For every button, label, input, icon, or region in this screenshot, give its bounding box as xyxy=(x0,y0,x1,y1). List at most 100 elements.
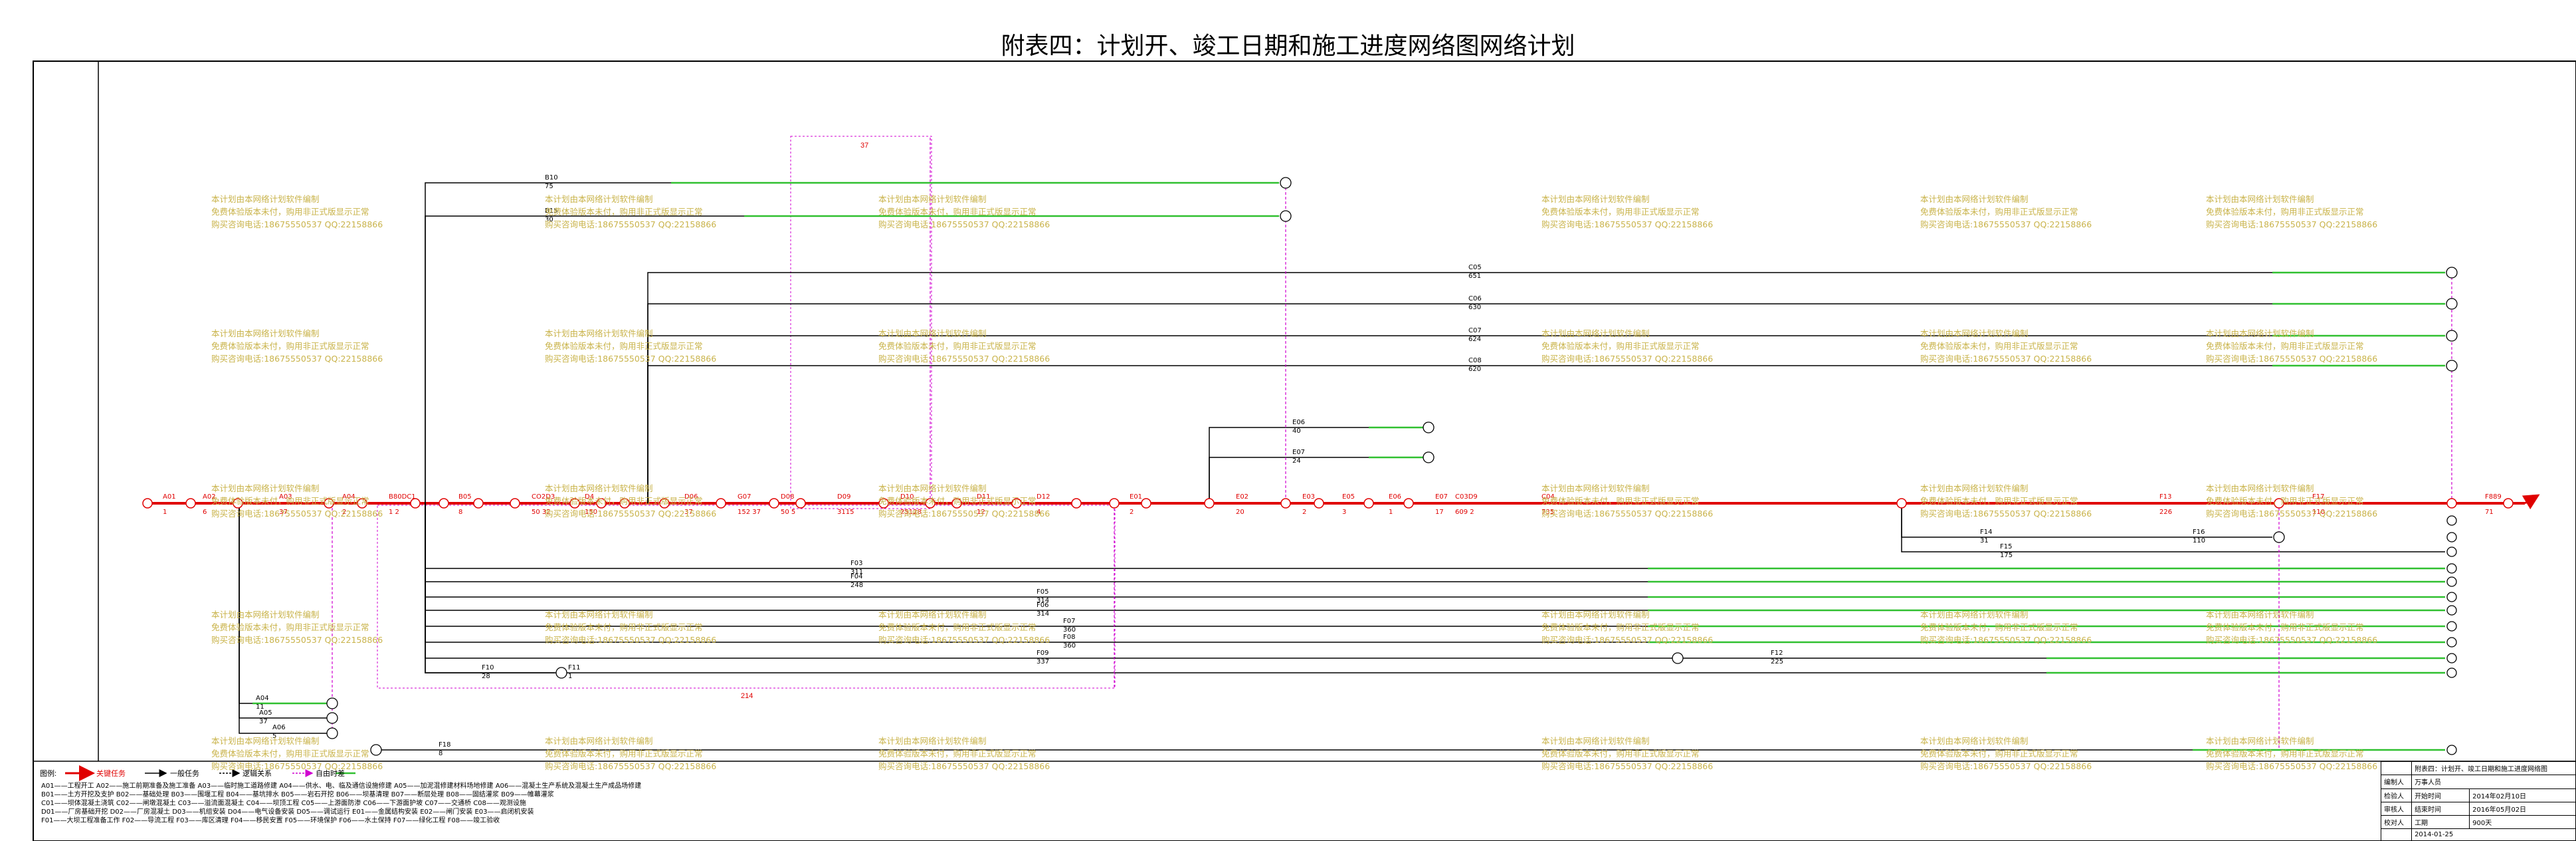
bottom-float-label: 214 xyxy=(741,692,753,700)
branch-activity-code: F08 xyxy=(1063,634,1075,641)
watermark-line: 购买咨询电话:18675550537 QQ:22158866 xyxy=(545,509,717,519)
watermark-line: 免费体验版本未付，购用非正式版显示正常 xyxy=(878,207,1037,217)
branch-activity-code: A06 xyxy=(272,724,286,731)
footer-notes: A01——工程开工 A02——施工前期准备及施工准备 A03——临时施工道路修建… xyxy=(41,781,641,824)
watermark-line: 购买咨询电话:18675550537 QQ:22158866 xyxy=(545,354,717,364)
critical-activity-duration: 25128 xyxy=(900,509,922,516)
branch-activity-duration: 24 xyxy=(1292,457,1301,465)
footer-note-line: D01——厂房基础开挖 D02——厂房混凝土 D03——机组安装 D04——电气… xyxy=(41,807,534,816)
watermark-block: 本计划由本网络计划软件编制免费体验版本未付，购用非正式版显示正常购买咨询电话:1… xyxy=(2206,608,2445,646)
diagram-frame xyxy=(33,60,2576,841)
info-r4-a: 工期 xyxy=(2411,814,2470,830)
branch-activity-duration: 624 xyxy=(1468,336,1481,343)
watermark-block: 本计划由本网络计划软件编制免费体验版本未付，购用非正式版显示正常购买咨询电话:1… xyxy=(878,608,1118,646)
watermark-line: 购买咨询电话:18675550537 QQ:22158866 xyxy=(878,761,1050,771)
watermark-line: 免费体验版本未付，购用非正式版显示正常 xyxy=(2206,207,2364,217)
watermark-line: 购买咨询电话:18675550537 QQ:22158866 xyxy=(1541,509,1714,519)
critical-activity-code: E06 xyxy=(1389,493,1401,501)
watermark-line: 免费体验版本未付，购用非正式版显示正常 xyxy=(878,622,1037,632)
branch-activity-duration: 311 xyxy=(850,568,863,576)
watermark-line: 免费体验版本未付，购用非正式版显示正常 xyxy=(1541,207,1700,217)
watermark-line: 免费体验版本未付，购用非正式版显示正常 xyxy=(1920,341,2078,351)
watermark-line: 本计划由本网络计划软件编制 xyxy=(1920,194,2029,204)
watermark-line: 本计划由本网络计划软件编制 xyxy=(878,328,987,338)
info-r1-val: 万事人员 xyxy=(2411,775,2576,789)
critical-activity-code: G07 xyxy=(738,493,751,501)
page-title: 附表四：计划开、竣工日期和施工进度网络图网络计划 xyxy=(1001,33,1575,60)
critical-activity-code: E05 xyxy=(1342,493,1355,501)
critical-activity-code: F17 xyxy=(2312,493,2324,501)
critical-activity-code: E07 xyxy=(1435,493,1448,501)
watermark-block: 本计划由本网络计划软件编制免费体验版本未付，购用非正式版显示正常购买咨询电话:1… xyxy=(545,482,784,520)
watermark-block: 本计划由本网络计划软件编制免费体验版本未付，购用非正式版显示正常购买咨询电话:1… xyxy=(1541,193,1781,231)
watermark-line: 免费体验版本未付，购用非正式版显示正常 xyxy=(878,496,1037,506)
branch-activity-duration: 360 xyxy=(1063,642,1076,650)
watermark-line: 本计划由本网络计划软件编制 xyxy=(1920,610,2029,620)
critical-activity-duration: 3115 xyxy=(837,509,854,516)
watermark-line: 本计划由本网络计划软件编制 xyxy=(2206,328,2314,338)
float-box-top xyxy=(790,136,932,509)
watermark-line: 购买咨询电话:18675550537 QQ:22158866 xyxy=(1541,635,1714,645)
critical-activity-code: A01 xyxy=(163,493,176,501)
watermark-line: 免费体验版本未付，购用非正式版显示正常 xyxy=(545,496,703,506)
watermark-line: 购买咨询电话:18675550537 QQ:22158866 xyxy=(1920,354,2092,364)
branch-end-nodes xyxy=(326,177,2458,756)
branch-activity-code: F04 xyxy=(850,573,862,580)
critical-activity-code: E03 xyxy=(1302,493,1315,501)
watermark-line: 购买咨询电话:18675550537 QQ:22158866 xyxy=(1920,509,2092,519)
critical-activity-duration: 50 5 xyxy=(781,509,795,516)
branch-activity-duration: 248 xyxy=(850,582,863,589)
watermark-line: 本计划由本网络计划软件编制 xyxy=(1920,328,2029,338)
watermark-line: 免费体验版本未付，购用非正式版显示正常 xyxy=(545,207,703,217)
branch-lines xyxy=(239,182,2445,751)
watermark-block: 本计划由本网络计划软件编制免费体验版本未付，购用非正式版显示正常购买咨询电话:1… xyxy=(1541,608,1781,646)
critical-activity-code: A04 xyxy=(342,493,355,501)
info-spacer2 xyxy=(2380,828,2413,841)
watermark-line: 本计划由本网络计划软件编制 xyxy=(2206,736,2314,746)
watermark-block: 本计划由本网络计划软件编制免费体验版本未付，购用非正式版显示正常购买咨询电话:1… xyxy=(878,327,1118,365)
branch-activity-duration: 175 xyxy=(2000,552,2013,559)
branch-activity-code: F18 xyxy=(439,741,450,749)
branch-activity-duration: 30 xyxy=(545,216,553,223)
footer-note-line: B01——土方开挖及支护 B02——基础处理 B03——围堰工程 B04——基坑… xyxy=(41,790,554,798)
branch-activity-code: F15 xyxy=(2000,543,2012,550)
watermark-line: 购买咨询电话:18675550537 QQ:22158866 xyxy=(545,635,717,645)
watermark-line: 免费体验版本未付，购用非正式版显示正常 xyxy=(2206,622,2364,632)
branch-activity-code: B15 xyxy=(545,207,558,215)
branch-activity-duration: 8 xyxy=(439,750,443,757)
critical-activity-duration: 4 xyxy=(1037,509,1040,516)
critical-activity-code: A02 xyxy=(203,493,216,501)
watermark-line: 购买咨询电话:18675550537 QQ:22158866 xyxy=(211,219,383,229)
info-r4-b: 900天 xyxy=(2469,814,2576,830)
watermark-line: 购买咨询电话:18675550537 QQ:22158866 xyxy=(878,509,1050,519)
info-r3-a: 结束时间 xyxy=(2411,801,2470,816)
watermark-line: 本计划由本网络计划软件编制 xyxy=(878,194,987,204)
branch-activity-duration: 360 xyxy=(1063,626,1076,634)
branch-activity-duration: 651 xyxy=(1468,273,1481,280)
watermark-line: 本计划由本网络计划软件编制 xyxy=(1920,736,2029,746)
watermark-line: 本计划由本网络计划软件编制 xyxy=(545,483,653,493)
watermark-line: 免费体验版本未付，购用非正式版显示正常 xyxy=(1920,749,2078,759)
watermark-line: 购买咨询电话:18675550537 QQ:22158866 xyxy=(2206,761,2378,771)
critical-activity-duration: 37 xyxy=(684,509,693,516)
watermark-line: 本计划由本网络计划软件编制 xyxy=(2206,483,2314,493)
branch-activity-duration: 37 xyxy=(259,718,268,725)
branch-activity-duration: 225 xyxy=(1771,658,1783,665)
watermark-line: 本计划由本网络计划软件编制 xyxy=(878,736,987,746)
critical-activity-code: F13 xyxy=(2159,493,2171,501)
watermark-line: 购买咨询电话:18675550537 QQ:22158866 xyxy=(1541,219,1714,229)
watermark-block: 本计划由本网络计划软件编制免费体验版本未付，购用非正式版显示正常购买咨询电话:1… xyxy=(545,327,784,365)
watermark-block: 本计划由本网络计划软件编制免费体验版本未付，购用非正式版显示正常购买咨询电话:1… xyxy=(211,482,450,520)
critical-activity-code: D12 xyxy=(1037,493,1050,501)
watermark-block: 本计划由本网络计划软件编制免费体验版本未付，购用非正式版显示正常购买咨询电话:1… xyxy=(1541,482,1781,520)
branch-activity-duration: 110 xyxy=(2193,537,2205,544)
watermark-line: 本计划由本网络计划软件编制 xyxy=(1541,328,1650,338)
watermark-block: 本计划由本网络计划软件编制免费体验版本未付，购用非正式版显示正常购买咨询电话:1… xyxy=(211,193,450,231)
branch-activity-code: F11 xyxy=(568,664,580,671)
critical-activity-code: D4 xyxy=(585,493,594,501)
watermark-line: 购买咨询电话:18675550537 QQ:22158866 xyxy=(2206,354,2378,364)
critical-activity-code: D08 xyxy=(781,493,794,501)
watermark-line: 本计划由本网络计划软件编制 xyxy=(2206,610,2314,620)
branch-activity-code: C07 xyxy=(1468,327,1482,334)
watermark-block: 本计划由本网络计划软件编制免费体验版本未付，购用非正式版显示正常购买咨询电话:1… xyxy=(211,327,450,365)
